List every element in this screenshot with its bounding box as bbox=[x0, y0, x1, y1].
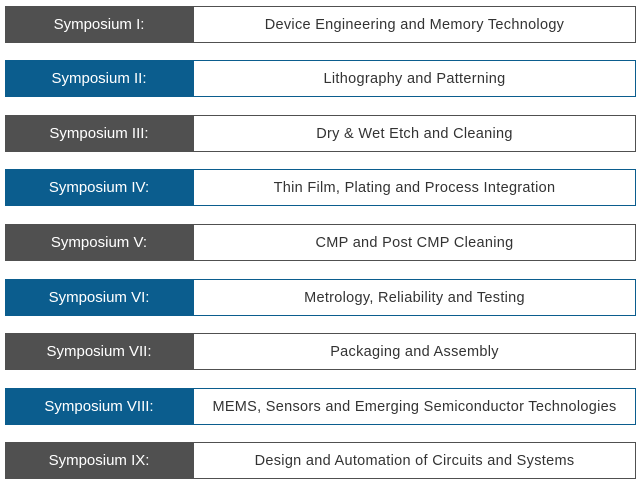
symposium-row-3[interactable]: Symposium III: Dry & Wet Etch and Cleani… bbox=[5, 115, 636, 152]
symposium-title: Metrology, Reliability and Testing bbox=[193, 279, 636, 316]
symposium-title: CMP and Post CMP Cleaning bbox=[193, 224, 636, 261]
symposium-title: Thin Film, Plating and Process Integrati… bbox=[193, 169, 636, 206]
symposium-row-1[interactable]: Symposium I: Device Engineering and Memo… bbox=[5, 6, 636, 43]
symposium-title: MEMS, Sensors and Emerging Semiconductor… bbox=[193, 388, 636, 425]
symposium-label: Symposium II: bbox=[5, 60, 193, 97]
symposium-label: Symposium III: bbox=[5, 115, 193, 152]
symposium-label: Symposium IV: bbox=[5, 169, 193, 206]
symposium-row-9[interactable]: Symposium IX: Design and Automation of C… bbox=[5, 442, 636, 479]
symposium-row-8[interactable]: Symposium VIII: MEMS, Sensors and Emergi… bbox=[5, 388, 636, 425]
symposium-row-7[interactable]: Symposium VII: Packaging and Assembly bbox=[5, 333, 636, 370]
symposium-label: Symposium V: bbox=[5, 224, 193, 261]
symposium-title: Packaging and Assembly bbox=[193, 333, 636, 370]
symposium-row-6[interactable]: Symposium VI: Metrology, Reliability and… bbox=[5, 279, 636, 316]
symposium-title: Dry & Wet Etch and Cleaning bbox=[193, 115, 636, 152]
symposium-label: Symposium VII: bbox=[5, 333, 193, 370]
symposium-label: Symposium IX: bbox=[5, 442, 193, 479]
symposium-title: Lithography and Patterning bbox=[193, 60, 636, 97]
symposium-row-2[interactable]: Symposium II: Lithography and Patterning bbox=[5, 60, 636, 97]
symposium-label: Symposium I: bbox=[5, 6, 193, 43]
symposium-label: Symposium VIII: bbox=[5, 388, 193, 425]
symposium-row-4[interactable]: Symposium IV: Thin Film, Plating and Pro… bbox=[5, 169, 636, 206]
symposium-row-5[interactable]: Symposium V: CMP and Post CMP Cleaning bbox=[5, 224, 636, 261]
symposium-title: Design and Automation of Circuits and Sy… bbox=[193, 442, 636, 479]
symposium-label: Symposium VI: bbox=[5, 279, 193, 316]
symposium-title: Device Engineering and Memory Technology bbox=[193, 6, 636, 43]
